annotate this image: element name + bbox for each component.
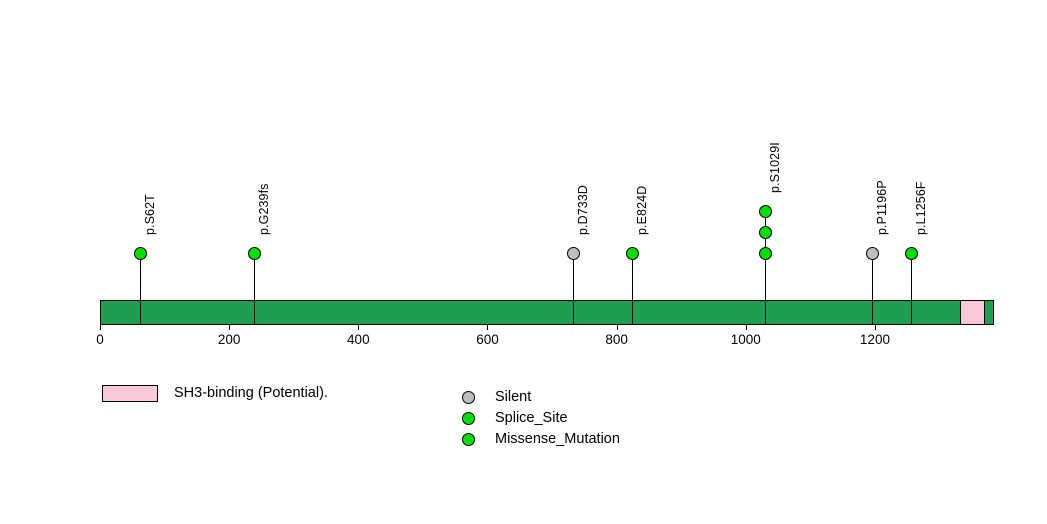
mutation-label: p.G239fs (257, 183, 272, 235)
splice-site-dot-icon (462, 412, 475, 425)
domain-box[interactable] (960, 300, 986, 325)
legend-label-silent: Silent (495, 389, 532, 405)
axis-tick (874, 325, 876, 330)
mutation-label: p.P1196P (875, 180, 890, 235)
lollipop-marker[interactable] (134, 247, 148, 260)
lollipop-marker[interactable] (248, 247, 262, 260)
lollipop-stem (573, 253, 575, 325)
axis-tick-label: 1000 (730, 332, 761, 347)
axis-tick (745, 325, 747, 330)
lollipop-marker[interactable] (567, 247, 581, 260)
protein-backbone (100, 300, 994, 325)
legend-label-missense-mutation: Missense_Mutation (495, 431, 620, 447)
lollipop-marker[interactable] (758, 247, 772, 260)
lollipop-marker[interactable] (758, 205, 772, 218)
axis-tick-label: 0 (96, 332, 104, 347)
missense-mutation-dot-icon (462, 433, 475, 446)
axis-tick-label: 600 (476, 332, 499, 347)
lollipop-stem (140, 253, 142, 325)
lollipop-marker[interactable] (758, 226, 772, 239)
mutation-label: p.S62T (143, 194, 158, 235)
domain-legend-swatch (102, 385, 158, 402)
axis-tick (100, 325, 101, 330)
axis-tick-label: 200 (217, 332, 241, 347)
mutation-label: p.E824D (635, 185, 650, 235)
mutation-label: p.S1029I (767, 142, 782, 193)
lollipop-stem (911, 253, 913, 325)
mutation-label: p.L1256F (914, 181, 929, 235)
domain-legend-label: SH3-binding (Potential). (174, 385, 328, 401)
lollipop-marker[interactable] (866, 247, 880, 260)
lollipop-marker[interactable] (626, 247, 640, 260)
lollipop-marker[interactable] (905, 247, 919, 260)
mutation-label: p.D733D (576, 184, 591, 235)
axis-tick (487, 325, 489, 330)
legend-label-splice-site: Splice_Site (495, 410, 568, 426)
silent-dot-icon (462, 391, 475, 404)
axis-tick (358, 325, 360, 330)
lollipop-stem (632, 253, 634, 325)
axis-tick-label: 800 (605, 332, 628, 347)
lollipop-stem (764, 211, 766, 325)
axis-tick-label: 400 (347, 332, 370, 347)
axis-tick (616, 325, 618, 330)
axis-tick (229, 325, 231, 330)
axis-tick-label: 1200 (859, 332, 890, 347)
lollipop-stem (872, 253, 874, 325)
lollipop-stem (254, 253, 256, 325)
